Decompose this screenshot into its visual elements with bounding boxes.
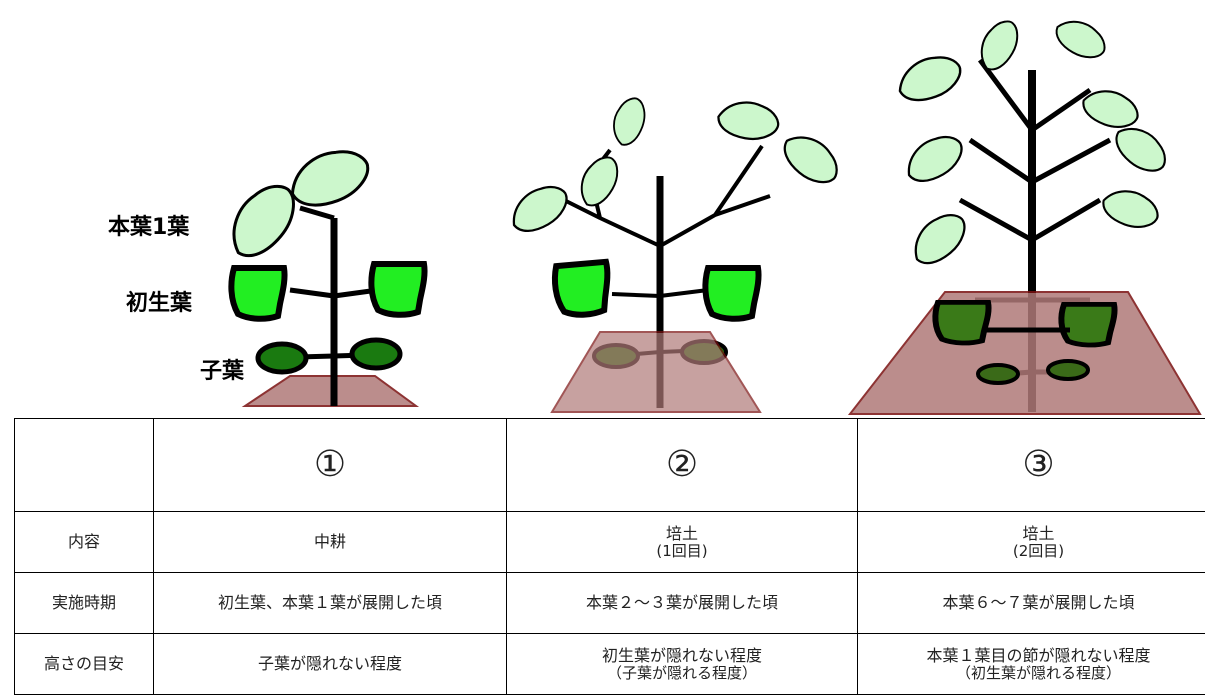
- cotyledon-1r: [349, 337, 403, 371]
- true-leaf-1b: [282, 140, 377, 216]
- true-leaf-3g: [903, 204, 975, 274]
- height-stage-1: 子葉が隠れない程度: [153, 633, 507, 695]
- content-row: 内容 中耕 培土(1回目) 培土(2回目): [14, 511, 1205, 573]
- row-label-content: 内容: [14, 511, 154, 573]
- cotyledon-3r: [1046, 359, 1090, 381]
- header-corner-cell: [14, 418, 154, 512]
- row-label-timing: 実施時期: [14, 572, 154, 634]
- soil-mound-3: [847, 291, 1202, 415]
- stage-1-header: ①: [153, 418, 507, 512]
- true-leaf-3e: [898, 126, 971, 191]
- stage-2-header: ②: [506, 418, 858, 512]
- stage-header-row: ① ② ③: [14, 418, 1205, 512]
- content-stage-3: 培土(2回目): [857, 511, 1205, 573]
- true-leaf-2a: [503, 176, 576, 241]
- label-primary-leaf: 初生葉: [126, 290, 193, 316]
- row-label-height: 高さの目安: [14, 633, 154, 695]
- primary-leaf-3l: [935, 302, 988, 343]
- true-leaf-3c: [1049, 11, 1113, 67]
- height-guide-row: 高さの目安 子葉が隠れない程度 初生葉が隠れない程度（子葉が隠れる程度） 本葉１…: [14, 633, 1205, 695]
- label-true-leaf: 本葉1葉: [108, 215, 190, 240]
- cultivation-schedule-table: ① ② ③ 内容 中耕 培土(1回目) 培土(2回目) 実施時期 初生葉、本葉１…: [14, 418, 1205, 695]
- plant-growth-diagram: 本葉1葉 初生葉 子葉: [108, 11, 1202, 415]
- label-cotyledon: 子葉: [200, 359, 245, 384]
- content-stage-1: 中耕: [153, 511, 507, 573]
- timing-stage-2: 本葉２～３葉が展開した頃: [506, 572, 858, 634]
- plant-stage-2: [503, 93, 847, 413]
- height-stage-3: 本葉１葉目の節が隠れない程度（初生葉が隠れる程度）: [857, 633, 1205, 695]
- true-leaf-2e: [775, 124, 847, 194]
- primary-leaf-3r: [1061, 304, 1114, 345]
- timing-row: 実施時期 初生葉、本葉１葉が展開した頃 本葉２～３葉が展開した頃 本葉６～７葉が…: [14, 572, 1205, 634]
- stage-3-header: ③: [857, 418, 1205, 512]
- true-leaf-3h: [1097, 182, 1164, 236]
- height-stage-2: 初生葉が隠れない程度（子葉が隠れる程度）: [506, 633, 858, 695]
- primary-leaf-1r: [371, 264, 424, 315]
- true-leaf-2d: [714, 96, 783, 145]
- primary-leaf-2r: [705, 268, 758, 319]
- true-leaf-2b: [571, 149, 627, 213]
- true-leaf-2c: [606, 93, 652, 150]
- cotyledon-3l: [976, 363, 1020, 385]
- plant-stage-1: 本葉1葉 初生葉 子葉: [108, 140, 425, 407]
- soil-mound-2: [550, 331, 762, 413]
- content-stage-2: 培土(1回目): [506, 511, 858, 573]
- primary-leaf-2l: [554, 262, 611, 317]
- true-leaf-3b: [971, 13, 1027, 77]
- cotyledon-1l: [255, 341, 309, 375]
- true-leaf-3a: [891, 48, 968, 109]
- primary-leaf-1l: [231, 268, 284, 319]
- timing-stage-3: 本葉６～７葉が展開した頃: [857, 572, 1205, 634]
- timing-stage-1: 初生葉、本葉１葉が展開した頃: [153, 572, 507, 634]
- plant-stage-3: [847, 11, 1202, 415]
